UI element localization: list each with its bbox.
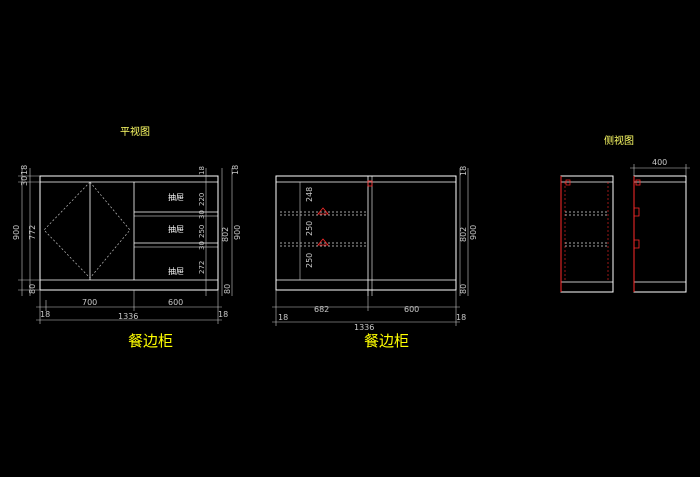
front-bottom-dim-700: 700 (82, 298, 97, 307)
side-view-1-shelves (565, 211, 608, 247)
front-view-caption: 餐边柜 (128, 332, 173, 350)
back-right-dim-18: 18 (459, 166, 468, 176)
front-bottom-dim-600: 600 (168, 298, 183, 307)
back-bottom-dim-600: 600 (404, 305, 419, 314)
front-right-dim-272: 272 (198, 261, 206, 274)
back-right-dim-80: 80 (459, 284, 468, 294)
drawer-label-3: 抽屉 (168, 266, 184, 276)
back-right-dimension-lines (459, 168, 469, 296)
front-bottom-dim-18a: 18 (40, 310, 50, 319)
front-right-dim-250: 250 (198, 225, 206, 238)
front-left-dim-80: 80 (28, 284, 37, 294)
drawer-label-1: 抽屉 (168, 192, 184, 202)
back-bottom-dimension-lines (272, 290, 460, 326)
side-view-1-outline (560, 175, 614, 293)
side-view-title: 侧视图 (604, 134, 634, 147)
front-right-dim-30a: 30 (198, 210, 206, 219)
front-left-dimension-lines (18, 168, 40, 296)
front-right-dim-30b: 30 (198, 241, 206, 250)
back-view: 248 250 250 18 802 900 80 682 600 18 133… (272, 166, 478, 350)
front-bottom-dimension-lines (36, 290, 222, 324)
front-left-dim-772: 772 (28, 225, 37, 240)
back-shelf-dim-248: 248 (305, 187, 314, 202)
side-view-2-drawer-handles (634, 179, 641, 249)
front-view-title: 平视图 (120, 125, 150, 138)
back-right-dim-900: 900 (469, 225, 478, 240)
front-bottom-dim-18b: 18 (218, 310, 228, 319)
front-cabinet-outline (39, 175, 219, 291)
front-right-dim-220: 220 (198, 193, 206, 206)
back-hinge-markers (317, 180, 373, 246)
side-views: 侧视图 400 (560, 134, 690, 293)
back-bottom-dim-18b: 18 (456, 313, 466, 322)
drawer-label-2: 抽屉 (168, 224, 184, 234)
front-right-dim-18: 18 (198, 166, 206, 175)
front-right-dimension-lines (205, 168, 233, 296)
back-bottom-dim-18a: 18 (278, 313, 288, 322)
back-shelf-dim-250a: 250 (305, 221, 314, 236)
front-left-dim-900: 900 (12, 225, 21, 240)
back-right-dim-802: 802 (459, 227, 468, 242)
front-right-dim-18b: 18 (231, 165, 240, 175)
back-bottom-dim-682: 682 (314, 305, 329, 314)
front-door-swing-lines (43, 181, 131, 279)
front-left-dim-18: 18 (20, 165, 29, 175)
side-width-dim-400: 400 (652, 158, 667, 167)
front-view: 平视图 抽屉 抽屉 抽屉 30 18 772 900 (12, 125, 242, 350)
back-shelf-dim-250b: 250 (305, 253, 314, 268)
front-left-dim-30: 30 (20, 176, 29, 186)
back-cabinet-outline (275, 175, 457, 291)
side-width-dimension-lines (630, 164, 690, 176)
back-bottom-dim-1336: 1336 (354, 323, 374, 332)
front-right-dim-80: 80 (223, 284, 232, 294)
front-right-dim-900: 900 (233, 225, 242, 240)
front-bottom-dim-1336: 1336 (118, 312, 138, 321)
back-shelf-lines (280, 211, 366, 247)
side-view-2-outline (633, 175, 687, 293)
front-right-dim-802: 802 (221, 227, 230, 242)
back-view-caption: 餐边柜 (364, 332, 409, 350)
side-view-1-hinge (565, 179, 571, 186)
